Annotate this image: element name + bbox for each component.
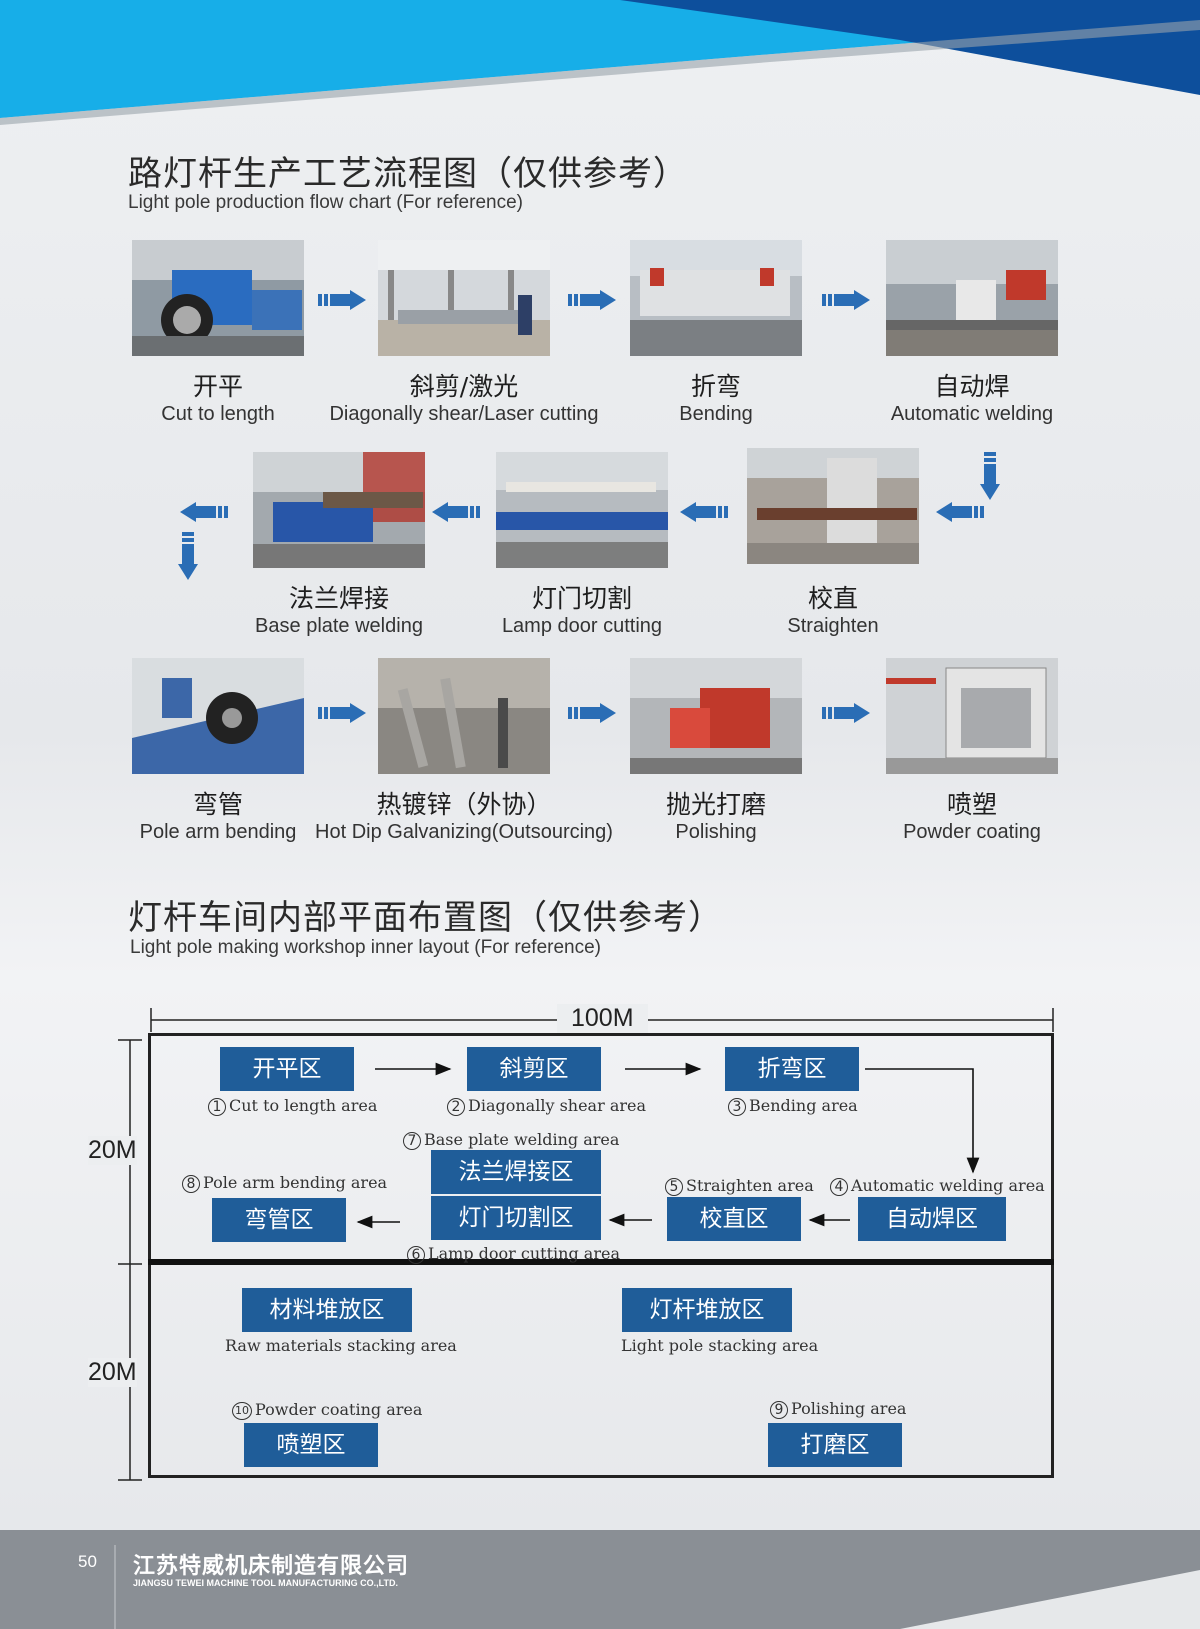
company-name-en: JIANGSU TEWEI MACHINE TOOL MANUFACTURING… xyxy=(133,1578,398,1588)
zone-raw-materials-stacking: 材料堆放区 xyxy=(242,1288,412,1332)
zone-number: 9 xyxy=(770,1401,788,1419)
zone-light-pole-stacking: 灯杆堆放区 xyxy=(622,1288,792,1332)
height-dimension-label-bottom: 20M xyxy=(88,1358,137,1387)
page-number: 50 xyxy=(78,1552,97,1572)
zone-number: 10 xyxy=(232,1402,252,1420)
zone-polishing: 打磨区 xyxy=(768,1423,902,1467)
company-name-cn: 江苏特威机床制造有限公司 xyxy=(133,1548,409,1580)
zone-en: Powder coating area xyxy=(255,1400,422,1419)
zone-label-powder-coating: 10Powder coating area xyxy=(232,1400,422,1420)
layout-flow-arrows xyxy=(0,0,1200,1300)
zone-label-raw-materials-stacking: Raw materials stacking area xyxy=(225,1336,457,1355)
zone-label-light-pole-stacking: Light pole stacking area xyxy=(621,1336,818,1355)
zone-en: Polishing area xyxy=(791,1399,906,1418)
zone-powder-coating: 喷塑区 xyxy=(244,1423,378,1467)
